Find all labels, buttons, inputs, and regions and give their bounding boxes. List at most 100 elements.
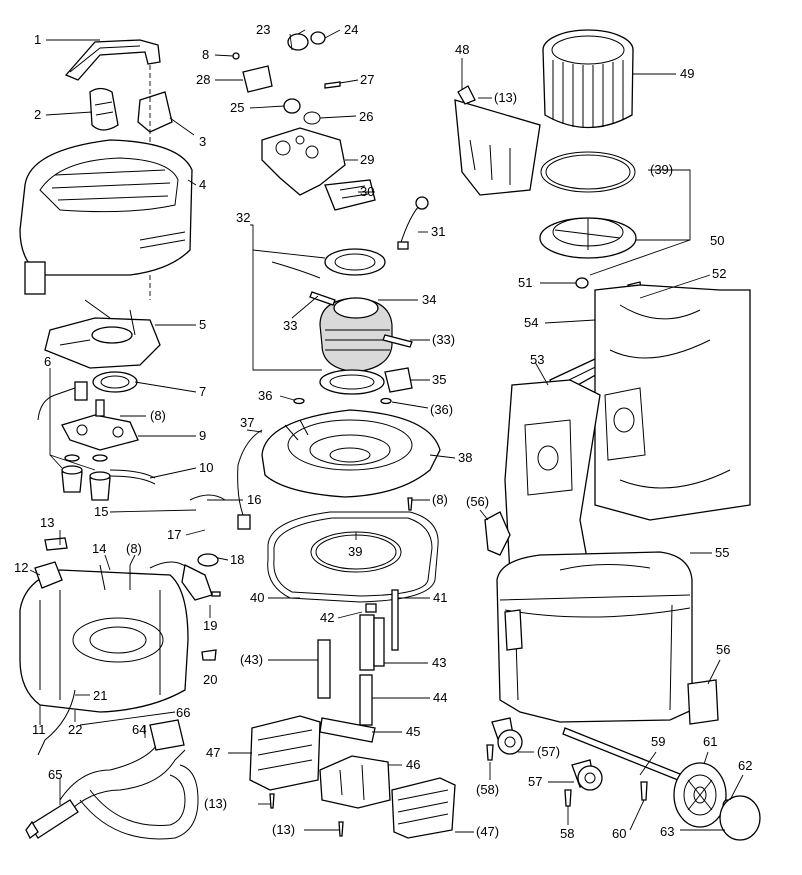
- label-13: 13: [40, 515, 54, 530]
- sensor-cable-part: [397, 196, 429, 250]
- label-57: 57: [528, 774, 542, 789]
- cable-clamp-part: [44, 537, 68, 551]
- hubcap-part: [719, 795, 761, 841]
- filter-seal-part: [540, 151, 636, 193]
- top-housing-part: [19, 139, 193, 295]
- label-20: 20: [203, 672, 217, 687]
- label-8b: (8): [126, 541, 142, 556]
- label-13c: (13): [272, 822, 295, 837]
- motor-housing-part: [261, 409, 441, 498]
- filter-cage-47b-part: [391, 777, 456, 839]
- label-33: 33: [283, 318, 297, 333]
- switch-cable-part: [37, 381, 88, 421]
- filter-bag-part: [594, 284, 751, 521]
- label-23: 23: [256, 22, 270, 37]
- label-53: 53: [530, 352, 544, 367]
- label-50: 50: [710, 233, 724, 248]
- knob-part: [232, 31, 326, 60]
- label-52: 52: [712, 266, 726, 281]
- hose-nozzle-part: [25, 799, 79, 839]
- washer-part: [293, 397, 392, 405]
- label-43: 43: [432, 655, 446, 670]
- label-3: 3: [199, 134, 206, 149]
- label-11: 11: [32, 722, 46, 737]
- label-46: 46: [406, 757, 420, 772]
- handle-clip-part: [89, 87, 119, 131]
- label-42: 42: [320, 610, 334, 625]
- label-31: 31: [431, 224, 445, 239]
- label-38: 38: [458, 450, 472, 465]
- label-56b: (56): [466, 494, 489, 509]
- label-64: 64: [132, 722, 146, 737]
- label-66: 66: [176, 705, 190, 720]
- nut-part: [575, 277, 589, 289]
- label-29: 29: [360, 152, 374, 167]
- label-15: 15: [94, 504, 108, 519]
- label-21: 21: [93, 688, 107, 703]
- bracket-46-part: [319, 755, 391, 809]
- label-1: 1: [34, 32, 41, 47]
- label-9: 9: [199, 428, 206, 443]
- label-35: 35: [432, 372, 446, 387]
- label-39: 39: [348, 544, 362, 559]
- label-34: 34: [422, 292, 436, 307]
- screws-part: [269, 497, 413, 837]
- handle-part: [64, 39, 161, 81]
- label-61: 61: [703, 734, 717, 749]
- label-60: 60: [612, 826, 626, 841]
- motor-part: [319, 297, 393, 373]
- label-14: 14: [92, 541, 106, 556]
- label-59: 59: [651, 734, 665, 749]
- power-cord-part: [149, 561, 221, 601]
- label-45: 45: [406, 724, 420, 739]
- latch-part: [484, 511, 719, 725]
- container-part: [496, 551, 693, 723]
- mount-plate-part: [61, 399, 139, 451]
- label-28: 28: [196, 72, 210, 87]
- label-8d: (8): [432, 492, 448, 507]
- label-33b: (33): [432, 332, 455, 347]
- hose-part: [59, 719, 199, 840]
- filter-cartridge-part: [542, 29, 634, 129]
- label-27: 27: [360, 72, 374, 87]
- label-13b: (13): [204, 796, 227, 811]
- pulley-parts: [61, 454, 111, 501]
- float-wire-part: [237, 429, 263, 530]
- label-51: 51: [518, 275, 532, 290]
- caster-57-part: [571, 759, 603, 791]
- label-56: 56: [716, 642, 730, 657]
- leader-lines: [29, 29, 744, 833]
- terminal-block-part: [34, 561, 63, 589]
- small-clip-part: [201, 649, 217, 661]
- motor-ring-part: [92, 371, 138, 393]
- label-32: 32: [236, 210, 250, 225]
- control-panel-part: [261, 127, 346, 196]
- filter-plate-part: [539, 217, 637, 259]
- label-18: 18: [230, 552, 244, 567]
- label-24: 24: [344, 22, 358, 37]
- label-8a: (8): [150, 408, 166, 423]
- cover-plate-part: [242, 65, 273, 93]
- paper-bag-part: [504, 379, 601, 576]
- label-62: 62: [738, 758, 752, 773]
- label-47: 47: [206, 745, 220, 760]
- label-54: 54: [524, 315, 538, 330]
- label-36b: (36): [430, 402, 453, 417]
- motor-gasket-part: [319, 369, 385, 395]
- label-58: 58: [560, 826, 574, 841]
- label-40: 40: [250, 590, 264, 605]
- rods-part: [317, 589, 399, 726]
- label-13d: (13): [494, 90, 517, 105]
- hose-piece-part: [109, 469, 156, 485]
- label-5: 5: [199, 317, 206, 332]
- caster-57b-part: [491, 717, 523, 755]
- circuit-board-part: [324, 179, 376, 211]
- label-6: 6: [44, 354, 51, 369]
- lower-housing-part: [19, 564, 189, 713]
- label-4: 4: [199, 177, 206, 192]
- motor-seal-part: [324, 248, 386, 276]
- label-7: 7: [199, 384, 206, 399]
- label-2: 2: [34, 107, 41, 122]
- label-16: 16: [247, 492, 261, 507]
